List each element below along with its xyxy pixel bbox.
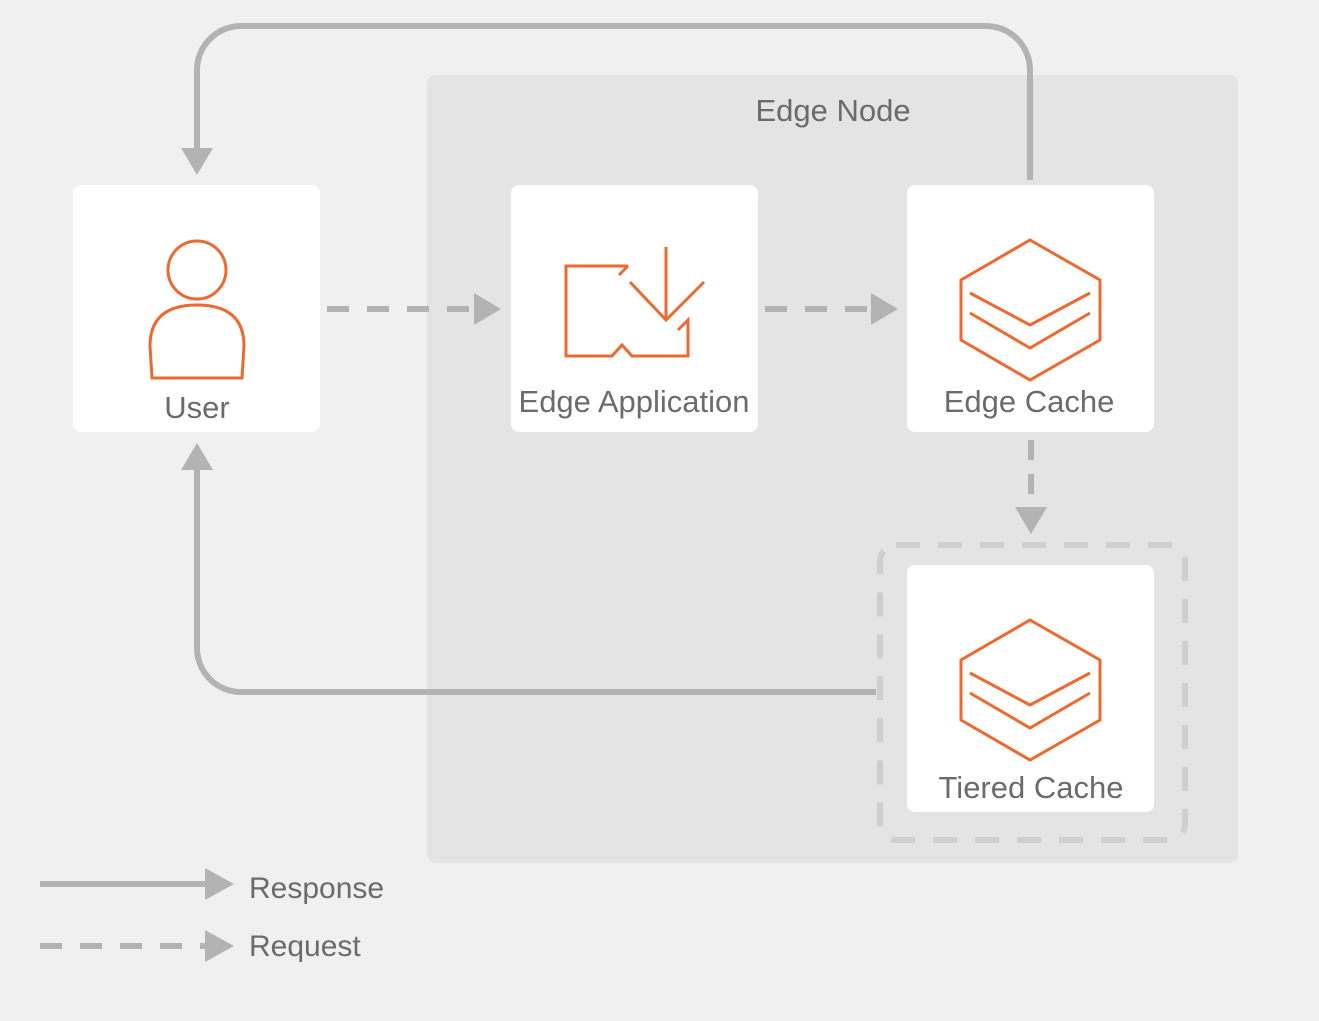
tiered-cache-node: Tiered Cache [907, 565, 1154, 812]
legend: Response Request [40, 868, 384, 963]
edge-cache-card [907, 185, 1154, 432]
edge-application-icon [564, 247, 706, 358]
connectors [181, 23, 1047, 695]
tiered-cache-boundary [877, 542, 1188, 843]
edge-cache-to-user-response [181, 23, 1033, 180]
tiered-cache-label: Tiered Cache [939, 770, 1124, 805]
legend-response: Response [40, 868, 384, 905]
arrowhead [181, 443, 213, 470]
arrowhead [474, 293, 501, 325]
edge-application-label: Edge Application [519, 384, 750, 419]
user-label: User [164, 390, 229, 425]
user-to-edge-application-request [327, 293, 501, 325]
user-card [73, 185, 320, 432]
cache-layers-icon [959, 238, 1102, 382]
cache-layers-icon [959, 618, 1102, 762]
edge-application-to-edge-cache-request [765, 293, 898, 325]
arrowhead [1015, 507, 1047, 534]
tiered-cache-card [907, 565, 1154, 812]
edge-node-label: Edge Node [755, 93, 910, 128]
edge-application-node: Edge Application [511, 185, 758, 432]
arrowhead [205, 930, 234, 962]
user-icon [148, 239, 246, 380]
edge-application-card [511, 185, 758, 432]
legend-request-label: Request [249, 930, 361, 963]
edge-cache-to-tiered-cache-request [1015, 440, 1047, 534]
user-node: User [73, 185, 320, 432]
arrowhead [205, 868, 234, 900]
tiered-cache-to-user-response [181, 443, 876, 695]
arrowhead [871, 293, 898, 325]
legend-response-label: Response [249, 872, 384, 905]
legend-request: Request [40, 930, 361, 963]
edge-cache-node: Edge Cache [907, 185, 1154, 432]
edge-cache-label: Edge Cache [944, 384, 1115, 419]
arrowhead [181, 148, 213, 175]
